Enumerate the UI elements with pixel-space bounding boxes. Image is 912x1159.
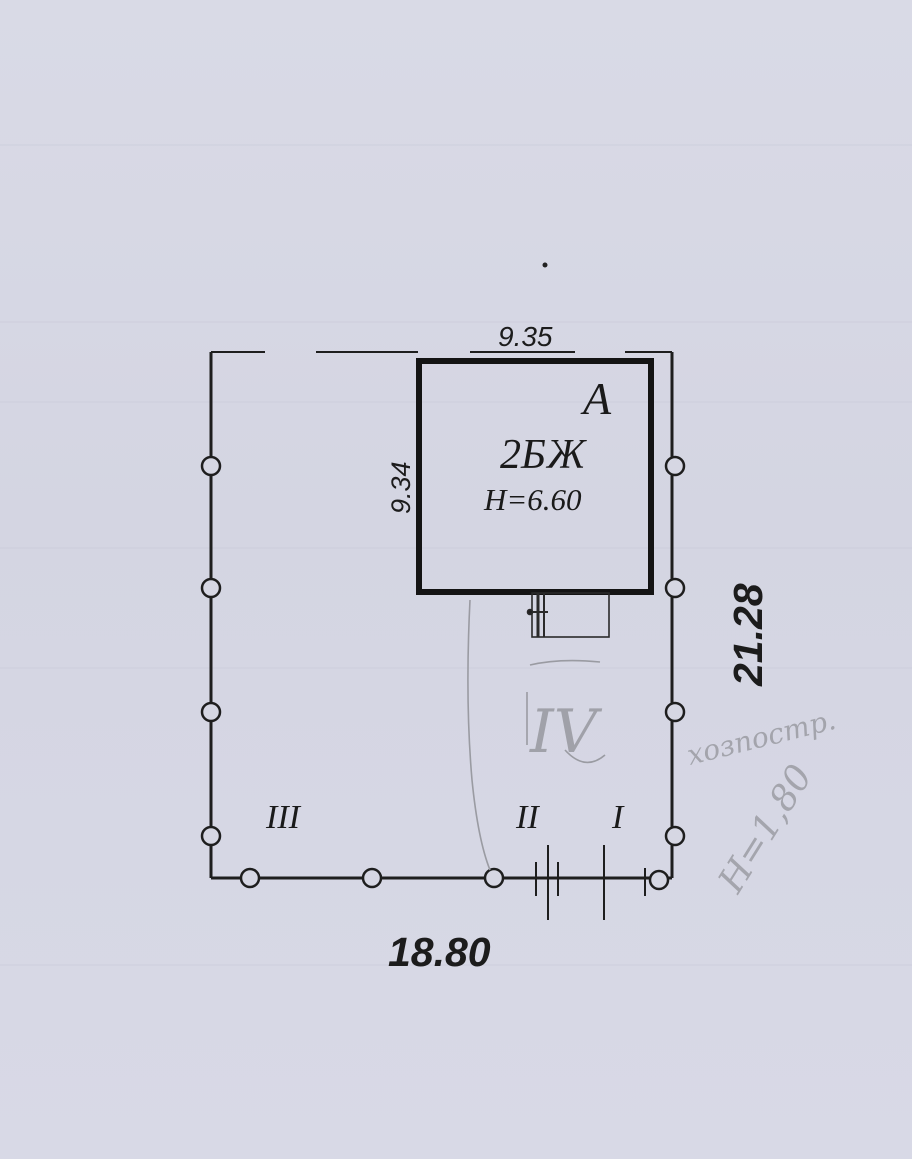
building-code: 2БЖ <box>500 432 587 478</box>
fence-post <box>664 701 686 723</box>
fence-post <box>200 455 222 477</box>
building-width-label: 9.35 <box>498 321 553 352</box>
section-label-iii: III <box>265 799 302 836</box>
fence-post <box>200 701 222 723</box>
building-depth-label: 9.34 <box>386 461 416 514</box>
site-depth-label: 21.28 <box>725 583 771 687</box>
site-width-label: 18.80 <box>388 929 491 975</box>
gate-marks <box>535 845 646 920</box>
building-outline <box>416 358 654 595</box>
fence-post <box>648 869 670 891</box>
building-height: H=6.60 <box>483 482 582 517</box>
section-label-ii: II <box>515 799 540 836</box>
fence-post <box>664 455 686 477</box>
building-letter: А <box>580 373 612 424</box>
handwritten-roman: IV <box>529 697 603 767</box>
fence-post <box>239 867 261 889</box>
handwritten-height: H=1,80 <box>710 758 820 901</box>
fence-post <box>664 825 686 847</box>
fence-post <box>664 577 686 599</box>
porch <box>526 592 610 638</box>
paper-rules <box>0 144 912 966</box>
fence-posts <box>200 455 686 891</box>
fence-post <box>361 867 383 889</box>
site-boundary <box>209 351 674 880</box>
handwritten-note: хозпостр. <box>684 703 839 772</box>
pencil-marks <box>467 599 606 871</box>
fence-post <box>200 825 222 847</box>
ink-dot <box>542 262 548 268</box>
section-label-i: I <box>611 799 625 836</box>
fence-post <box>200 577 222 599</box>
fence-post <box>483 867 505 889</box>
